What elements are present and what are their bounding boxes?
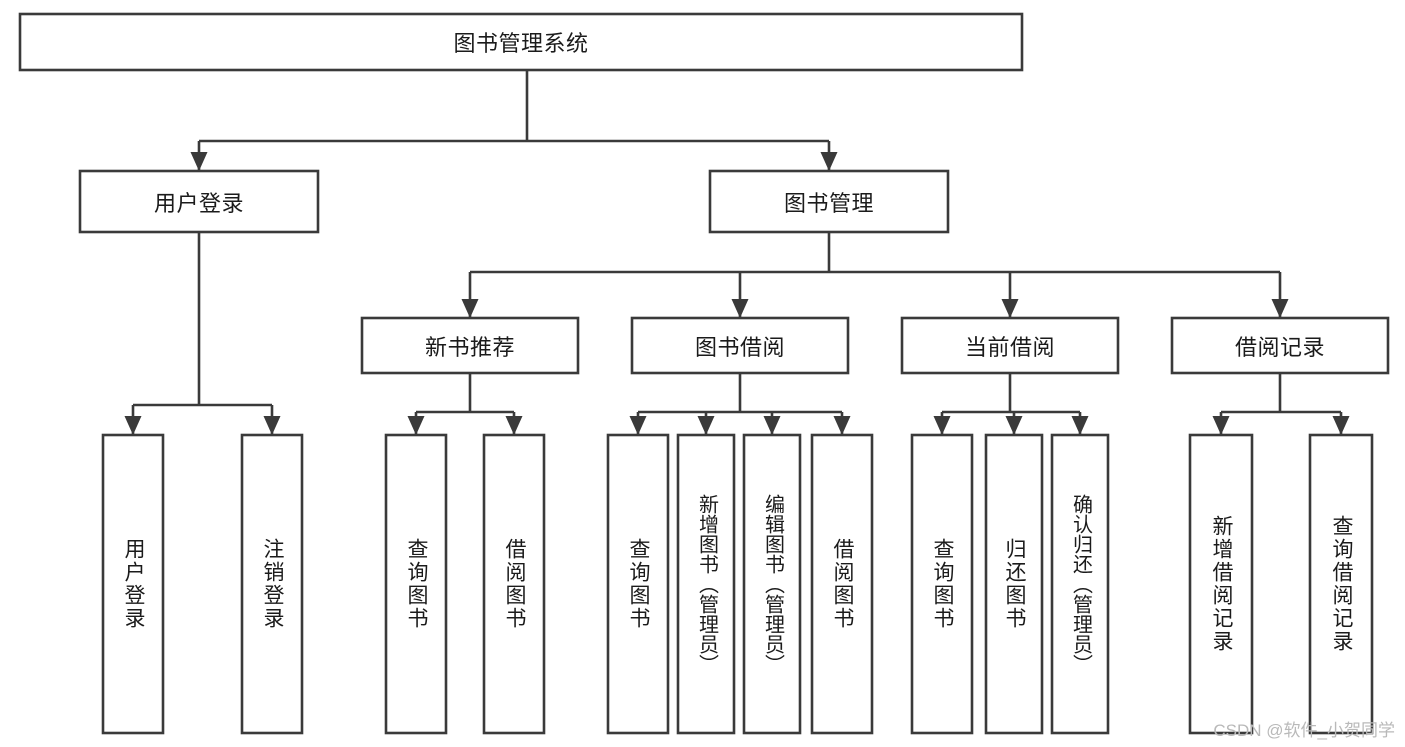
node-box-new-book-recommend[interactable] [360,316,580,375]
node-box-group [18,12,1390,735]
arrow-head-to-leaf-user-logout [263,416,281,435]
node-box-leaf-query-book-current[interactable] [910,433,974,735]
arrow-head-to-book-manage [820,152,838,171]
node-box-leaf-query-book-rec[interactable] [384,433,448,735]
arrow-head-to-new-book-recommend [461,299,479,318]
arrow-head-to-leaf-add-book-admin [697,416,715,435]
arrow-head-to-borrow-record [1271,299,1289,318]
arrow-head-to-leaf-query-book-rec [407,416,425,435]
node-box-book-manage[interactable] [708,169,950,234]
node-box-root[interactable] [18,12,1024,72]
node-box-borrow-record[interactable] [1170,316,1390,375]
node-box-leaf-add-borrow-record[interactable] [1188,433,1254,735]
arrow-head-to-leaf-return-book [1005,416,1023,435]
node-box-leaf-borrow-book[interactable] [810,433,874,735]
node-box-book-borrow[interactable] [630,316,850,375]
node-box-current-borrow[interactable] [900,316,1120,375]
node-box-leaf-return-book[interactable] [984,433,1044,735]
node-box-leaf-query-book-borrow[interactable] [606,433,670,735]
arrow-head-to-leaf-query-book-borrow [629,416,647,435]
connector-group [124,70,1350,435]
node-box-user-login[interactable] [78,169,320,234]
arrow-head-to-leaf-user-login [124,416,142,435]
arrow-head-to-leaf-borrow-book-rec [505,416,523,435]
node-box-leaf-user-logout[interactable] [240,433,304,735]
arrow-head-to-current-borrow [1001,299,1019,318]
arrow-head-to-leaf-confirm-return-admin [1071,416,1089,435]
arrow-head-to-leaf-edit-book-admin [763,416,781,435]
arrow-head-to-leaf-borrow-book [833,416,851,435]
node-box-leaf-query-borrow-record[interactable] [1308,433,1374,735]
arrow-head-to-leaf-query-borrow-record [1332,416,1350,435]
arrow-head-to-book-borrow [731,299,749,318]
arrow-head-to-user-login [190,152,208,171]
node-box-leaf-add-book-admin[interactable] [676,433,736,735]
node-box-leaf-borrow-book-rec[interactable] [482,433,546,735]
node-box-leaf-user-login[interactable] [101,433,165,735]
arrow-head-to-leaf-query-book-current [933,416,951,435]
node-box-leaf-confirm-return-admin[interactable] [1050,433,1110,735]
arrow-head-to-leaf-add-borrow-record [1212,416,1230,435]
node-box-leaf-edit-book-admin[interactable] [742,433,802,735]
